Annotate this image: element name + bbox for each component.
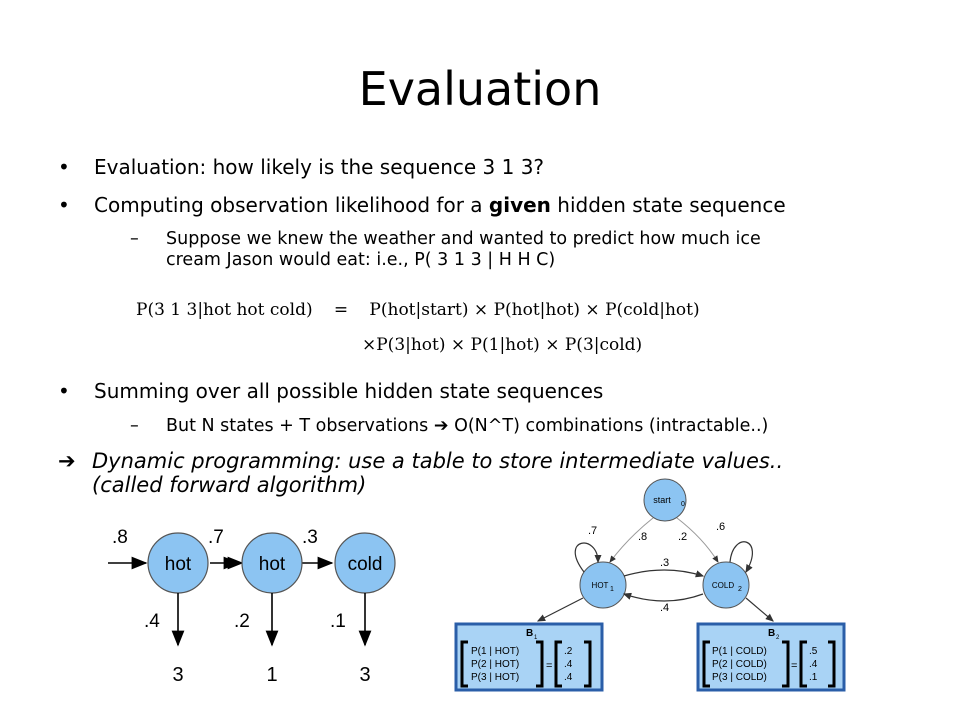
bullet-text: Evaluation: how likely is the sequence 3… xyxy=(94,155,545,179)
hot-emission-arrow xyxy=(536,597,584,622)
state-node-hot xyxy=(579,561,627,609)
start-to-cold-arrow xyxy=(676,517,719,563)
cold-emission-arrow xyxy=(745,597,774,622)
dp-line2: (called forward algorithm) xyxy=(92,473,367,497)
box-row: P(2 | COLD) xyxy=(712,659,767,670)
arrow-right-icon: ➔ xyxy=(58,449,76,473)
emission-box-b1: B 1 P(1 | HOT) P(2 | HOT) P(3 | HOT) = .… xyxy=(454,622,604,692)
prob-hot-cold: .3 xyxy=(660,557,669,569)
state-subscript: 2 xyxy=(738,586,742,593)
state-label: hot xyxy=(165,554,192,575)
state-label-start: start xyxy=(653,495,671,505)
box-row: P(1 | HOT) xyxy=(471,646,519,657)
equation-lhs: P(3 1 3|hot hot cold) xyxy=(136,300,313,320)
box-value: .4 xyxy=(564,672,573,683)
hot-self-loop xyxy=(574,542,602,573)
cold-self-loop xyxy=(729,541,753,574)
sub-bullet-line1: Suppose we knew the weather and wanted t… xyxy=(166,229,761,249)
equation-equals: = xyxy=(333,300,349,320)
box-row: P(1 | COLD) xyxy=(712,646,767,657)
box-equals: = xyxy=(791,660,797,672)
transition-prob: .8 xyxy=(112,527,128,548)
box-value: .4 xyxy=(564,659,573,670)
bullet-text: Computing observation likelihood for a g… xyxy=(94,193,786,217)
observation: 3 xyxy=(359,664,370,686)
box-value: .2 xyxy=(564,646,573,657)
prob-hot-hot: .7 xyxy=(588,525,597,537)
dp-line1: Dynamic programming: use a table to stor… xyxy=(92,449,784,473)
equation-rhs: P(hot|start) × P(hot|hot) × P(cold|hot) xyxy=(369,300,700,320)
box-value: .1 xyxy=(809,672,818,683)
hot-to-cold-arrow xyxy=(623,569,705,578)
start-to-hot-arrow xyxy=(609,517,654,563)
observation: 3 xyxy=(172,664,183,686)
box-row: P(3 | COLD) xyxy=(712,672,767,683)
state-label-cold: COLD xyxy=(712,581,734,590)
state-node-cold xyxy=(702,561,750,609)
sub-bullet-text: But N states + T observations ➔ O(N^T) c… xyxy=(166,416,768,437)
state-chain-diagram: hot hot cold .8 .7 .3 .4 .2 .1 3 1 3 xyxy=(108,527,396,686)
transition-prob: .7 xyxy=(208,527,224,548)
box-subscript: 1 xyxy=(534,635,538,641)
bullet-dot: • xyxy=(58,155,70,179)
emission-prob: .2 xyxy=(234,611,250,632)
box-row: P(3 | HOT) xyxy=(471,672,519,683)
box-value: .5 xyxy=(809,646,818,657)
prob-cold-cold: .6 xyxy=(716,521,725,533)
box-subscript: 2 xyxy=(776,635,780,641)
prob-cold-hot: .4 xyxy=(660,602,669,614)
state-label: hot xyxy=(259,554,286,575)
observation: 1 xyxy=(266,664,277,686)
bullet-text-pre: Computing observation likelihood for a xyxy=(94,193,489,217)
equation-line1: P(3 1 3|hot hot cold) = P(hot|start) × P… xyxy=(136,300,700,320)
prob-start-cold: .2 xyxy=(678,531,687,543)
cold-to-hot-arrow xyxy=(622,592,704,602)
box-row: P(2 | HOT) xyxy=(471,659,519,670)
sub-bullet-dash: – xyxy=(130,416,139,436)
sub-bullet-dash: – xyxy=(130,229,139,249)
box-title: B xyxy=(526,628,533,639)
box-equals: = xyxy=(546,660,552,672)
state-label: cold xyxy=(348,554,383,575)
bullet-text: Summing over all possible hidden state s… xyxy=(94,379,604,403)
box-value: .4 xyxy=(809,659,818,670)
sub-bullet-text-post: O(N^T) combinations (intractable..) xyxy=(448,416,769,436)
bullet-text-bold: given xyxy=(488,193,551,217)
prob-start-hot: .8 xyxy=(638,531,647,543)
state-subscript: 1 xyxy=(610,586,614,593)
emission-prob: .4 xyxy=(144,611,160,632)
state-subscript: 0 xyxy=(681,501,685,508)
sub-bullet-line2: cream Jason would eat: i.e., P( 3 1 3 | … xyxy=(166,250,556,270)
box-title: B xyxy=(768,628,775,639)
emission-box-b2: B 2 P(1 | COLD) P(2 | COLD) P(3 | COLD) … xyxy=(696,622,846,692)
dynamic-programming-note: ➔ Dynamic programming: use a table to sto… xyxy=(58,449,784,497)
bullet-text-post: hidden state sequence xyxy=(550,193,786,217)
state-node-start xyxy=(643,478,687,522)
arrow-right-icon: ➔ xyxy=(433,416,449,436)
hmm-diagram: start 0 HOT 1 COLD 2 .8 .2 .7 .6 .3 .4 B… xyxy=(454,478,846,692)
emission-prob: .1 xyxy=(330,611,346,632)
transition-prob: .3 xyxy=(302,527,318,548)
slide-title: Evaluation xyxy=(358,62,602,116)
equation-line2: ×P(3|hot) × P(1|hot) × P(3|cold) xyxy=(362,335,643,355)
bullet-dot: • xyxy=(58,193,70,217)
sub-bullet-text-pre: But N states + T observations xyxy=(166,416,434,436)
state-label-hot: HOT xyxy=(592,581,609,590)
bullet-dot: • xyxy=(58,379,70,403)
